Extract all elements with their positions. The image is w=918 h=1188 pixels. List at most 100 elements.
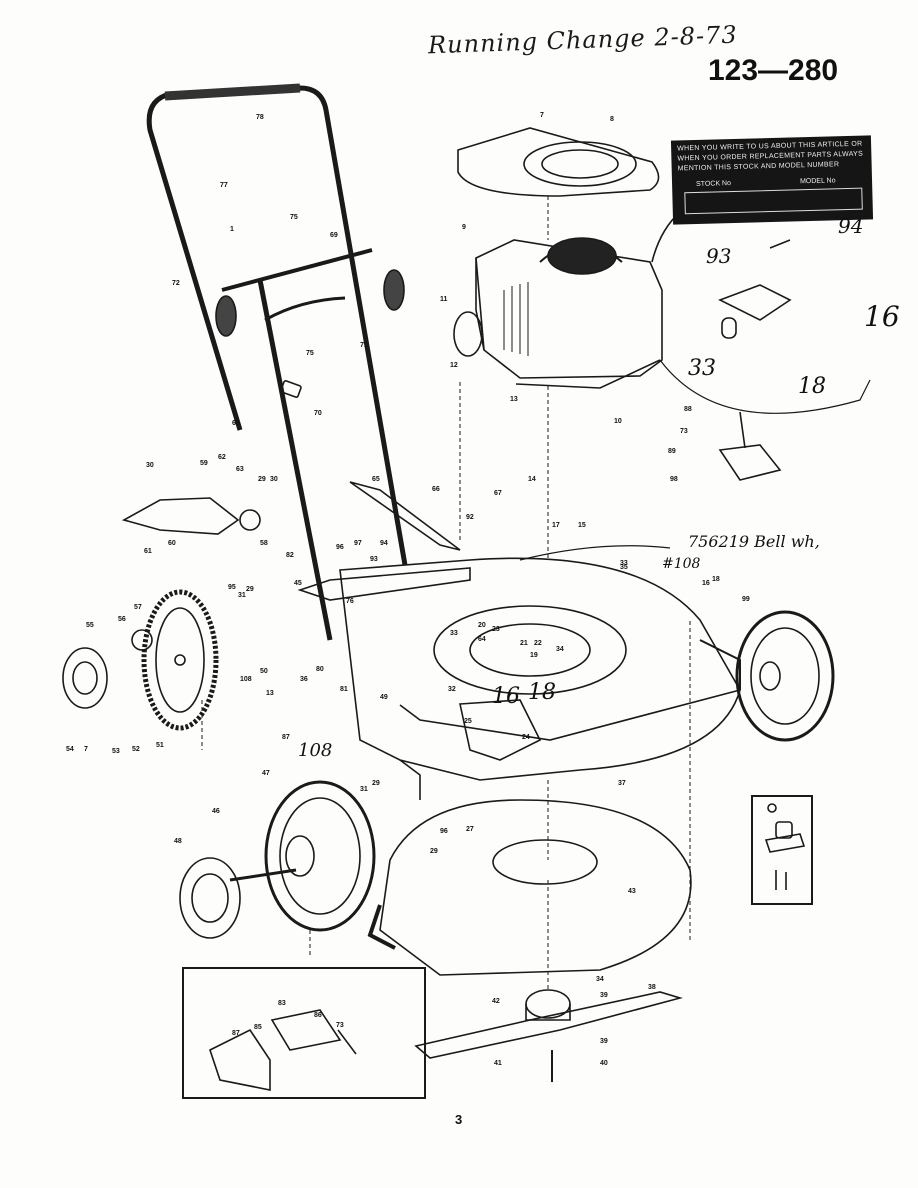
callout: 83 bbox=[278, 1000, 286, 1007]
handwritten-16-mid: 16 bbox=[492, 684, 520, 709]
callout: 53 bbox=[112, 748, 120, 755]
callout: 36 bbox=[300, 676, 308, 683]
callout: 7 bbox=[84, 746, 88, 753]
callout: 41 bbox=[494, 1060, 502, 1067]
callout: 38 bbox=[648, 984, 656, 991]
callout: 99 bbox=[742, 596, 750, 603]
callout: 13 bbox=[266, 690, 274, 697]
engine-shroud bbox=[457, 127, 660, 197]
nameplate: WHEN YOU WRITE TO US ABOUT THIS ARTICLE … bbox=[670, 135, 874, 225]
callout: 46 bbox=[212, 808, 220, 815]
callout: 13 bbox=[510, 396, 518, 403]
callout: 8 bbox=[610, 116, 614, 123]
callout: 63 bbox=[236, 466, 244, 473]
callout: 96 bbox=[336, 544, 344, 551]
callout: 73 bbox=[680, 428, 688, 435]
nameplate-blank-field bbox=[684, 187, 863, 215]
callout: 57 bbox=[134, 604, 142, 611]
callout: 89 bbox=[668, 448, 676, 455]
callout: 29 bbox=[258, 476, 266, 483]
callout: 70 bbox=[314, 410, 322, 417]
callout: 39 bbox=[600, 992, 608, 999]
handwritten-bell-note: 756219 Bell wh, bbox=[688, 532, 820, 551]
callout: 72 bbox=[172, 280, 180, 287]
callout: 52 bbox=[132, 746, 140, 753]
mower-deck bbox=[339, 557, 741, 781]
callout: 88 bbox=[684, 406, 692, 413]
callout: 73 bbox=[336, 1022, 344, 1029]
front-wheel-right bbox=[699, 610, 835, 742]
callout: 31 bbox=[238, 592, 246, 599]
callout: 65 bbox=[372, 476, 380, 483]
callout: 32 bbox=[448, 686, 456, 693]
callout: 80 bbox=[316, 666, 324, 673]
callout: 51 bbox=[156, 742, 164, 749]
page-number: 3 bbox=[455, 1112, 463, 1127]
callout: 17 bbox=[552, 522, 560, 529]
callout: 92 bbox=[466, 514, 474, 521]
callout: 29 bbox=[430, 848, 438, 855]
nameplate-stock-label: STOCK No bbox=[695, 180, 732, 188]
callout: 31 bbox=[360, 786, 368, 793]
callout: 94 bbox=[380, 540, 388, 547]
callout: 45 bbox=[294, 580, 302, 587]
callout: 48 bbox=[174, 838, 182, 845]
callout: 68 bbox=[232, 420, 240, 427]
callout: 35 bbox=[620, 564, 628, 571]
callout: 15 bbox=[578, 522, 586, 529]
callout: 54 bbox=[66, 746, 74, 753]
callout: 16 bbox=[702, 580, 710, 587]
callout: 34 bbox=[556, 646, 564, 653]
callout: 33 bbox=[620, 560, 628, 567]
nameplate-model-label: MODEL No bbox=[799, 177, 836, 186]
callout: 34 bbox=[596, 976, 604, 983]
callout: 81 bbox=[340, 686, 348, 693]
callout: 78 bbox=[256, 114, 264, 121]
callout: 12 bbox=[450, 362, 458, 369]
rear-drive-wheel bbox=[62, 589, 219, 731]
callout: 86 bbox=[314, 1012, 322, 1019]
rear-skirt bbox=[367, 799, 692, 976]
callout: 96 bbox=[440, 828, 448, 835]
callout: 43 bbox=[628, 888, 636, 895]
callout: 25 bbox=[464, 718, 472, 725]
callout: 108 bbox=[240, 676, 252, 683]
inset-part-2 bbox=[764, 803, 806, 890]
callout: 23 bbox=[492, 626, 500, 633]
model-number: 123—280 bbox=[708, 54, 839, 87]
callout: 98 bbox=[670, 476, 678, 483]
callout: 67 bbox=[494, 490, 502, 497]
callout: 10 bbox=[614, 418, 622, 425]
callout: 22 bbox=[534, 640, 542, 647]
handwritten-108: 108 bbox=[298, 740, 333, 761]
callout: 11 bbox=[440, 296, 448, 303]
callout: 47 bbox=[262, 770, 270, 777]
callout: 64 bbox=[478, 636, 486, 643]
inset-box-1 bbox=[182, 967, 426, 1099]
callout: 97 bbox=[354, 540, 362, 547]
callout: 29 bbox=[246, 586, 254, 593]
handwritten-bell-ref: #108 bbox=[662, 556, 701, 572]
handwritten-18-mid: 18 bbox=[528, 680, 556, 705]
callout: 60 bbox=[168, 540, 176, 547]
callout: 75 bbox=[306, 350, 314, 357]
callout: 14 bbox=[528, 476, 536, 483]
callout: 50 bbox=[260, 668, 268, 675]
callout: 87 bbox=[282, 734, 290, 741]
inset-part bbox=[209, 1009, 357, 1091]
callout: 19 bbox=[530, 652, 538, 659]
callout: 56 bbox=[118, 616, 126, 623]
callout: 40 bbox=[600, 1060, 608, 1067]
callout: 30 bbox=[270, 476, 278, 483]
callout: 58 bbox=[260, 540, 268, 547]
callout: 61 bbox=[144, 548, 152, 555]
callout: 42 bbox=[492, 998, 500, 1005]
callout: 66 bbox=[432, 486, 440, 493]
callout: 59 bbox=[200, 460, 208, 467]
callout: 29 bbox=[372, 780, 380, 787]
handwritten-33: 33 bbox=[688, 356, 716, 381]
handwritten-16-top: 16 bbox=[864, 300, 900, 333]
handwritten-93: 93 bbox=[706, 244, 732, 268]
